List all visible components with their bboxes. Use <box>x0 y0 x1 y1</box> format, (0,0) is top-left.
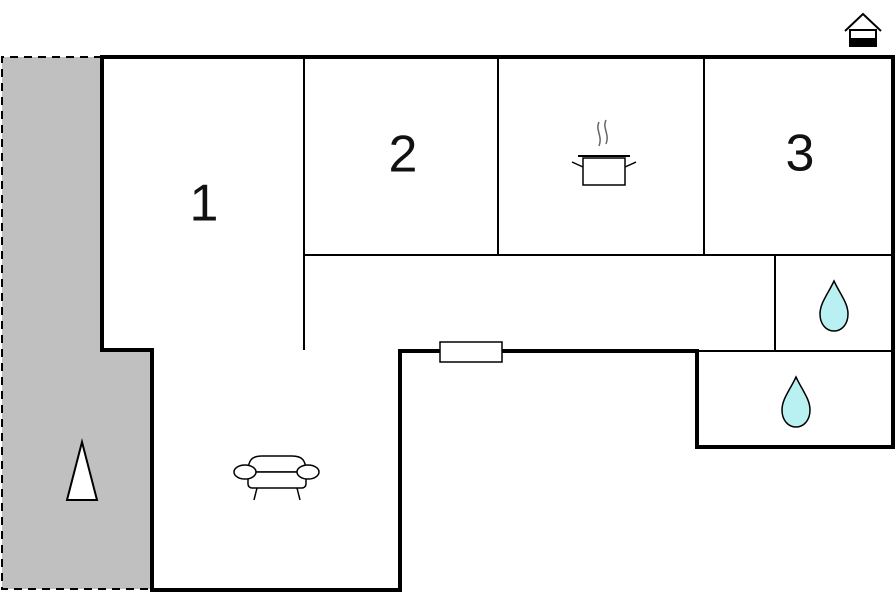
water-drop-icon <box>781 375 811 428</box>
kitchen-pot-icon <box>571 119 637 186</box>
water-drop-icon <box>819 279 849 332</box>
north-arrow-icon <box>65 438 99 501</box>
outer-wall <box>100 55 895 592</box>
terrace-area <box>2 57 152 589</box>
home-icon <box>844 12 882 47</box>
room-label-1: 1 <box>190 175 219 233</box>
terrace-outline <box>1 56 152 590</box>
room-label-2: 2 <box>389 126 418 184</box>
room-label-3: 3 <box>786 125 815 183</box>
window-icon <box>439 341 503 363</box>
sofa-icon <box>233 455 320 501</box>
interior-walls <box>303 57 893 352</box>
